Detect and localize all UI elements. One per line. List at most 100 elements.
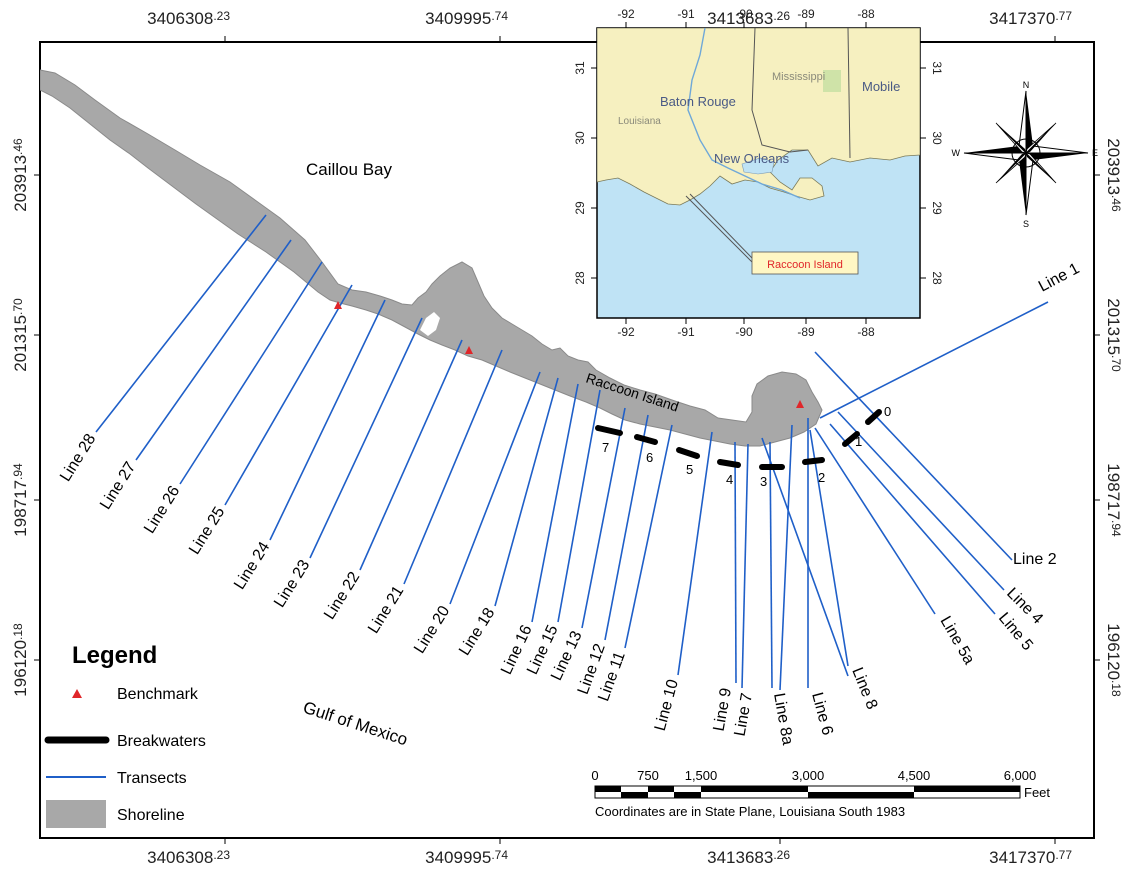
svg-text:203913.46: 203913.46 bbox=[11, 138, 30, 212]
inset-raccoon-label: Raccoon Island bbox=[767, 259, 843, 271]
inset-lat-left-4: 28 bbox=[573, 271, 587, 285]
breakwater-numbers: 7 6 5 4 3 2 1 0 bbox=[602, 404, 891, 489]
inlet-water bbox=[420, 312, 440, 336]
transect-line-18 bbox=[494, 377, 559, 607]
transect-line-12 bbox=[604, 414, 649, 641]
svg-text:196120.18: 196120.18 bbox=[11, 623, 30, 697]
bottom-coord-4: 3417370 bbox=[989, 848, 1055, 867]
inset-louisiana-label: Louisiana bbox=[618, 116, 661, 127]
breakwater-2 bbox=[802, 457, 825, 465]
right-coord-1-sup: .46 bbox=[1109, 195, 1123, 212]
transect-line-9 bbox=[734, 441, 737, 684]
breakwater-number-0: 0 bbox=[884, 404, 891, 419]
compass-w-label: W bbox=[952, 148, 961, 158]
top-coord-3-sup: .26 bbox=[773, 9, 790, 23]
breakwater-number-1: 1 bbox=[855, 434, 862, 449]
scale-unit: Feet bbox=[1024, 785, 1050, 800]
breakwater-number-4: 4 bbox=[726, 472, 733, 487]
breakwater-number-6: 6 bbox=[646, 450, 653, 465]
breakwater-4 bbox=[717, 459, 741, 468]
svg-text:3413683.26: 3413683.26 bbox=[707, 848, 790, 867]
transect-line-2 bbox=[814, 351, 1013, 561]
inset-lon-bottom-1: -92 bbox=[617, 325, 635, 339]
scale-note: Coordinates are in State Plane, Louisian… bbox=[595, 804, 905, 819]
scale-tick-4500: 4,500 bbox=[898, 768, 931, 783]
transect-line-11 bbox=[624, 424, 673, 649]
left-coord-4: 196120 bbox=[11, 640, 30, 697]
top-coord-4: 3417370 bbox=[989, 9, 1055, 28]
transect-line-10 bbox=[677, 431, 713, 676]
breakwater-6 bbox=[634, 434, 658, 445]
bottom-coord-3: 3413683 bbox=[707, 848, 773, 867]
transect-line-21 bbox=[403, 349, 503, 585]
transect-line-8 bbox=[761, 437, 849, 677]
bottom-coord-3-sup: .26 bbox=[773, 848, 790, 862]
legend-shoreline-label: Shoreline bbox=[117, 807, 185, 824]
transect-line-26 bbox=[179, 261, 323, 485]
bottom-coord-1-sup: .23 bbox=[213, 848, 230, 862]
top-coord-4-sup: .77 bbox=[1055, 9, 1072, 23]
scale-tick-0: 0 bbox=[591, 768, 598, 783]
legend-benchmark-label: Benchmark bbox=[117, 686, 199, 703]
transect-line-27 bbox=[135, 239, 292, 461]
inset-forest bbox=[823, 70, 841, 92]
inset-lon-bottom-3: -90 bbox=[735, 325, 753, 339]
bottom-coord-2-sup: .74 bbox=[491, 848, 508, 862]
inset-new-orleans-label: New Orleans bbox=[714, 151, 790, 166]
inset-lon-top-4: -89 bbox=[797, 7, 815, 21]
shoreline-polygon bbox=[40, 69, 823, 447]
top-coord-2: 3409995 bbox=[425, 9, 491, 28]
inset-ticks bbox=[591, 22, 926, 324]
svg-text:3409995.74: 3409995.74 bbox=[425, 848, 508, 867]
transect-line-23 bbox=[309, 317, 423, 559]
right-coord-4: 196120 bbox=[1104, 623, 1123, 680]
compass-rose: N S E W bbox=[952, 80, 1099, 229]
transect-line-13 bbox=[581, 407, 626, 629]
right-coordinates: 203913.46 201315.70 198717.94 196120.18 bbox=[1094, 138, 1123, 697]
bottom-coord-1: 3406308 bbox=[147, 848, 213, 867]
top-coord-2-sup: .74 bbox=[491, 9, 508, 23]
left-coord-2: 201315 bbox=[11, 315, 30, 372]
inset-raccoon-callout bbox=[751, 251, 859, 275]
svg-text:198717.94: 198717.94 bbox=[1104, 463, 1123, 537]
transect-line-20 bbox=[449, 371, 541, 605]
inset-lon-top-3: -90 bbox=[735, 7, 753, 21]
inset-callout-leader-2 bbox=[689, 193, 753, 259]
bottom-coordinates: 3406308.23 3409995.74 3413683.26 3417370… bbox=[147, 838, 1072, 867]
inset-lon-labels-top: -92 -91 -90 -89 -88 bbox=[617, 7, 875, 21]
svg-text:198717.94: 198717.94 bbox=[11, 463, 30, 537]
svg-text:3409995.74: 3409995.74 bbox=[425, 9, 508, 28]
breakwaters bbox=[595, 409, 882, 470]
breakwater-number-3: 3 bbox=[760, 474, 767, 489]
left-coord-1-sup: .46 bbox=[11, 138, 25, 155]
transect-line-8a bbox=[769, 441, 773, 689]
svg-text:201315.70: 201315.70 bbox=[1104, 298, 1123, 372]
bottom-coord-2: 3409995 bbox=[425, 848, 491, 867]
bottom-coord-4-sup: .77 bbox=[1055, 848, 1072, 862]
inset-lat-left-2: 30 bbox=[573, 131, 587, 145]
left-coord-1: 203913 bbox=[11, 155, 30, 212]
inset-lon-top-2: -91 bbox=[677, 7, 695, 21]
top-coordinates: 3406308.23 3409995.74 3413683.26 3417370… bbox=[147, 9, 1072, 42]
transect-line-24 bbox=[269, 299, 386, 541]
scale-tick-3000: 3,000 bbox=[792, 768, 825, 783]
inset-lat-labels-left: 31 30 29 28 bbox=[573, 61, 587, 285]
left-coord-3: 198717 bbox=[11, 480, 30, 537]
compass-e-label: E bbox=[1092, 148, 1098, 158]
transect-line-25 bbox=[224, 284, 353, 506]
transect-line-8b bbox=[809, 429, 849, 667]
benchmark-marker-3 bbox=[796, 400, 804, 408]
svg-text:203913.46: 203913.46 bbox=[1104, 138, 1123, 212]
top-coord-1: 3406308 bbox=[147, 9, 213, 28]
transect-line-1 bbox=[819, 301, 1049, 419]
svg-text:3406308.23: 3406308.23 bbox=[147, 9, 230, 28]
inset-lake bbox=[741, 157, 775, 175]
inset-lon-bottom-5: -88 bbox=[857, 325, 875, 339]
breakwater-number-7: 7 bbox=[602, 440, 609, 455]
right-coord-2: 201315 bbox=[1104, 298, 1123, 355]
right-coord-2-sup: .70 bbox=[1109, 355, 1123, 372]
benchmark-marker-2 bbox=[465, 346, 473, 354]
compass-n-label: N bbox=[1023, 80, 1030, 90]
left-coord-3-sup: .94 bbox=[11, 463, 25, 480]
